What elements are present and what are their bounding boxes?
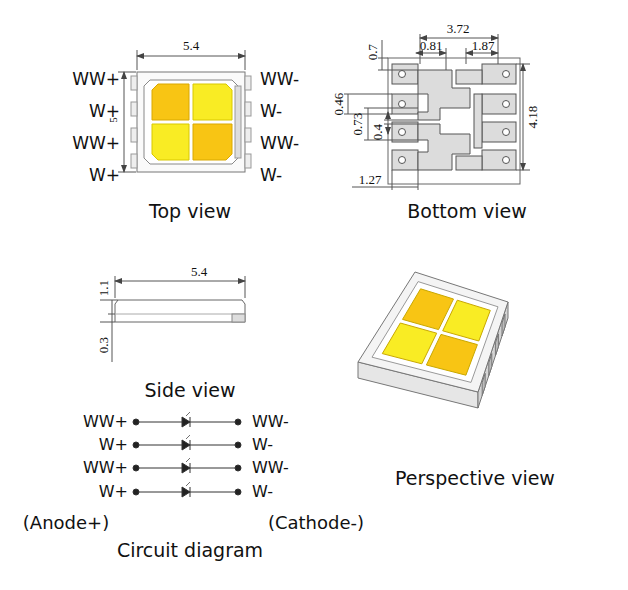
terminal-dot (133, 419, 139, 425)
pin-label: WW+ (83, 460, 128, 476)
diode-bar (190, 463, 191, 473)
dimension-label: 0.7 (366, 44, 379, 60)
diode-symbol (182, 440, 190, 450)
terminal-dot (235, 419, 241, 425)
terminal-dot (133, 489, 139, 495)
package-cavity (372, 282, 498, 383)
dimension-label: 5.4 (191, 265, 207, 278)
dimension-label: 1.1 (97, 280, 110, 296)
perspective-drawing (358, 272, 508, 408)
dimension-label: 1.27 (359, 173, 382, 186)
pin-label: WW- (260, 71, 299, 88)
pin-label: W+ (89, 103, 120, 120)
emission-arrow (186, 458, 190, 462)
view-caption: Side view (145, 381, 236, 400)
dimension-label: 3.72 (447, 22, 470, 35)
dimension-label: 0.73 (351, 113, 364, 136)
pin-label: WW+ (83, 414, 128, 430)
terminal-dot (133, 465, 139, 471)
pin-label: W- (260, 167, 282, 184)
diode-bar (190, 417, 191, 427)
dimension-label: 0.81 (420, 39, 443, 52)
led-chip (382, 323, 436, 364)
terminal-dot (133, 442, 139, 448)
pin-label: W+ (99, 437, 128, 453)
package-pad (489, 354, 492, 376)
package-pad (482, 373, 485, 395)
pin-label: W- (252, 437, 273, 453)
top-view-drawing (118, 50, 251, 172)
package-pad (502, 314, 505, 336)
dimension-label: 1.87 (472, 39, 495, 52)
led-chip (426, 334, 477, 375)
emission-arrow (186, 482, 190, 486)
dimension-label: 0.4 (371, 124, 384, 140)
pin-label: W- (260, 103, 282, 120)
pin-label: WW- (260, 135, 299, 152)
dimension-label: 0.3 (97, 336, 110, 354)
diode-symbol (182, 463, 190, 473)
diode-symbol (182, 417, 190, 427)
pin-label: WW+ (72, 135, 120, 152)
pin-label: WW- (252, 414, 289, 430)
side-view-drawing (100, 276, 245, 362)
emission-arrow (186, 412, 190, 416)
view-caption: Perspective view (395, 469, 555, 488)
view-caption: Circuit diagram (117, 541, 263, 560)
diode-bar (190, 440, 191, 450)
view-caption: Bottom view (407, 202, 526, 221)
dimension-label: 5.4 (183, 39, 199, 52)
pin-label: WW- (252, 460, 289, 476)
pin-label: W+ (99, 484, 128, 500)
pin-label: W+ (89, 167, 120, 184)
diode-symbol (182, 487, 190, 497)
circuit-drawing (133, 412, 241, 497)
terminal-dot (235, 442, 241, 448)
polarity-note: (Cathode-) (268, 514, 364, 532)
polarity-note: (Anode+) (23, 514, 109, 532)
bottom-view-drawing (344, 34, 530, 190)
view-caption: Top view (149, 202, 231, 221)
dimension-label: 0.46 (332, 93, 345, 116)
diode-bar (190, 487, 191, 497)
package-pad (495, 334, 498, 356)
terminal-dot (235, 465, 241, 471)
pin-label: WW+ (72, 71, 120, 88)
emission-arrow (186, 435, 190, 439)
dimension-label: 4.18 (526, 106, 539, 129)
pin-label: W- (252, 484, 273, 500)
terminal-dot (235, 489, 241, 495)
led-chip (443, 300, 491, 341)
